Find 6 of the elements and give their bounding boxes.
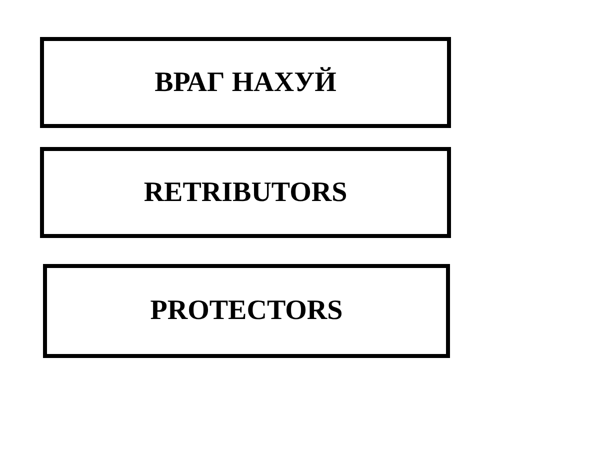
text-box <box>40 37 451 128</box>
box-label: RETRIBUTORS <box>144 176 348 208</box>
text-box <box>40 147 451 238</box>
text-box <box>43 264 450 358</box>
box-label: PROTECTORS <box>150 295 343 327</box>
box-label: ВРАГ НАХУЙ <box>154 66 336 98</box>
